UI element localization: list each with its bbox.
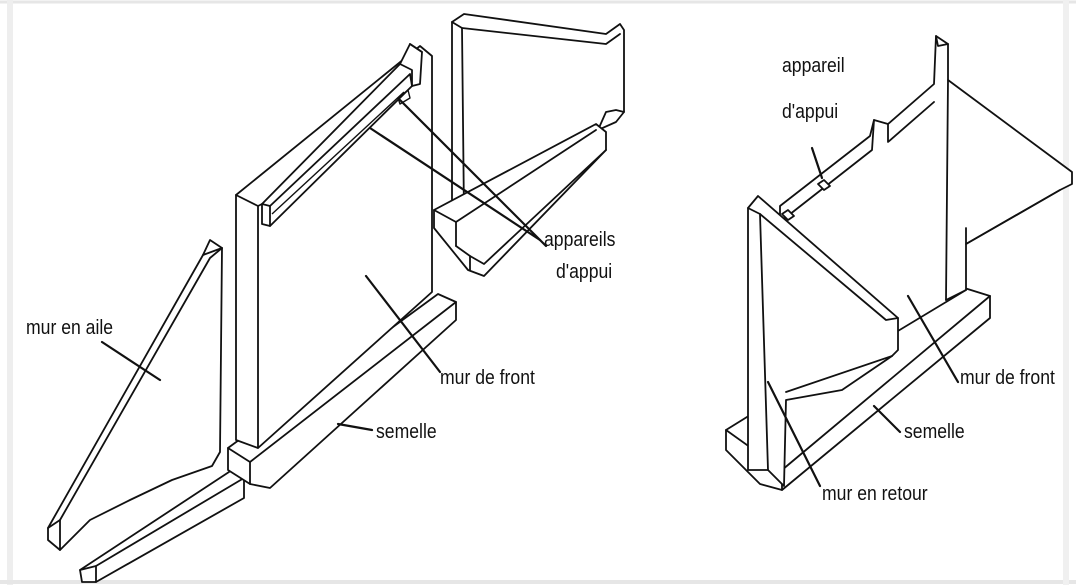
label-mur-de-front-right: mur de front — [960, 367, 1055, 389]
right-leader-lines — [766, 146, 960, 488]
label-mur-en-aile: mur en aile — [26, 317, 114, 339]
label-appareils-dappui: d'appui — [556, 261, 613, 283]
left-back-wall — [433, 13, 625, 277]
left-leader-lines — [100, 98, 548, 432]
label-semelle-left: semelle — [376, 421, 437, 443]
label-appareils: appareils — [544, 229, 616, 251]
label-mur-en-retour: mur en retour — [822, 483, 928, 505]
left-wing-wall — [47, 239, 245, 583]
label-semelle-right: semelle — [904, 421, 965, 443]
label-appareil: appareil — [782, 55, 845, 77]
label-mur-de-front-left: mur de front — [440, 367, 535, 389]
left-front-wall — [227, 43, 457, 489]
right-front-wall — [725, 35, 1073, 491]
label-appareil-dappui: d'appui — [782, 101, 839, 123]
